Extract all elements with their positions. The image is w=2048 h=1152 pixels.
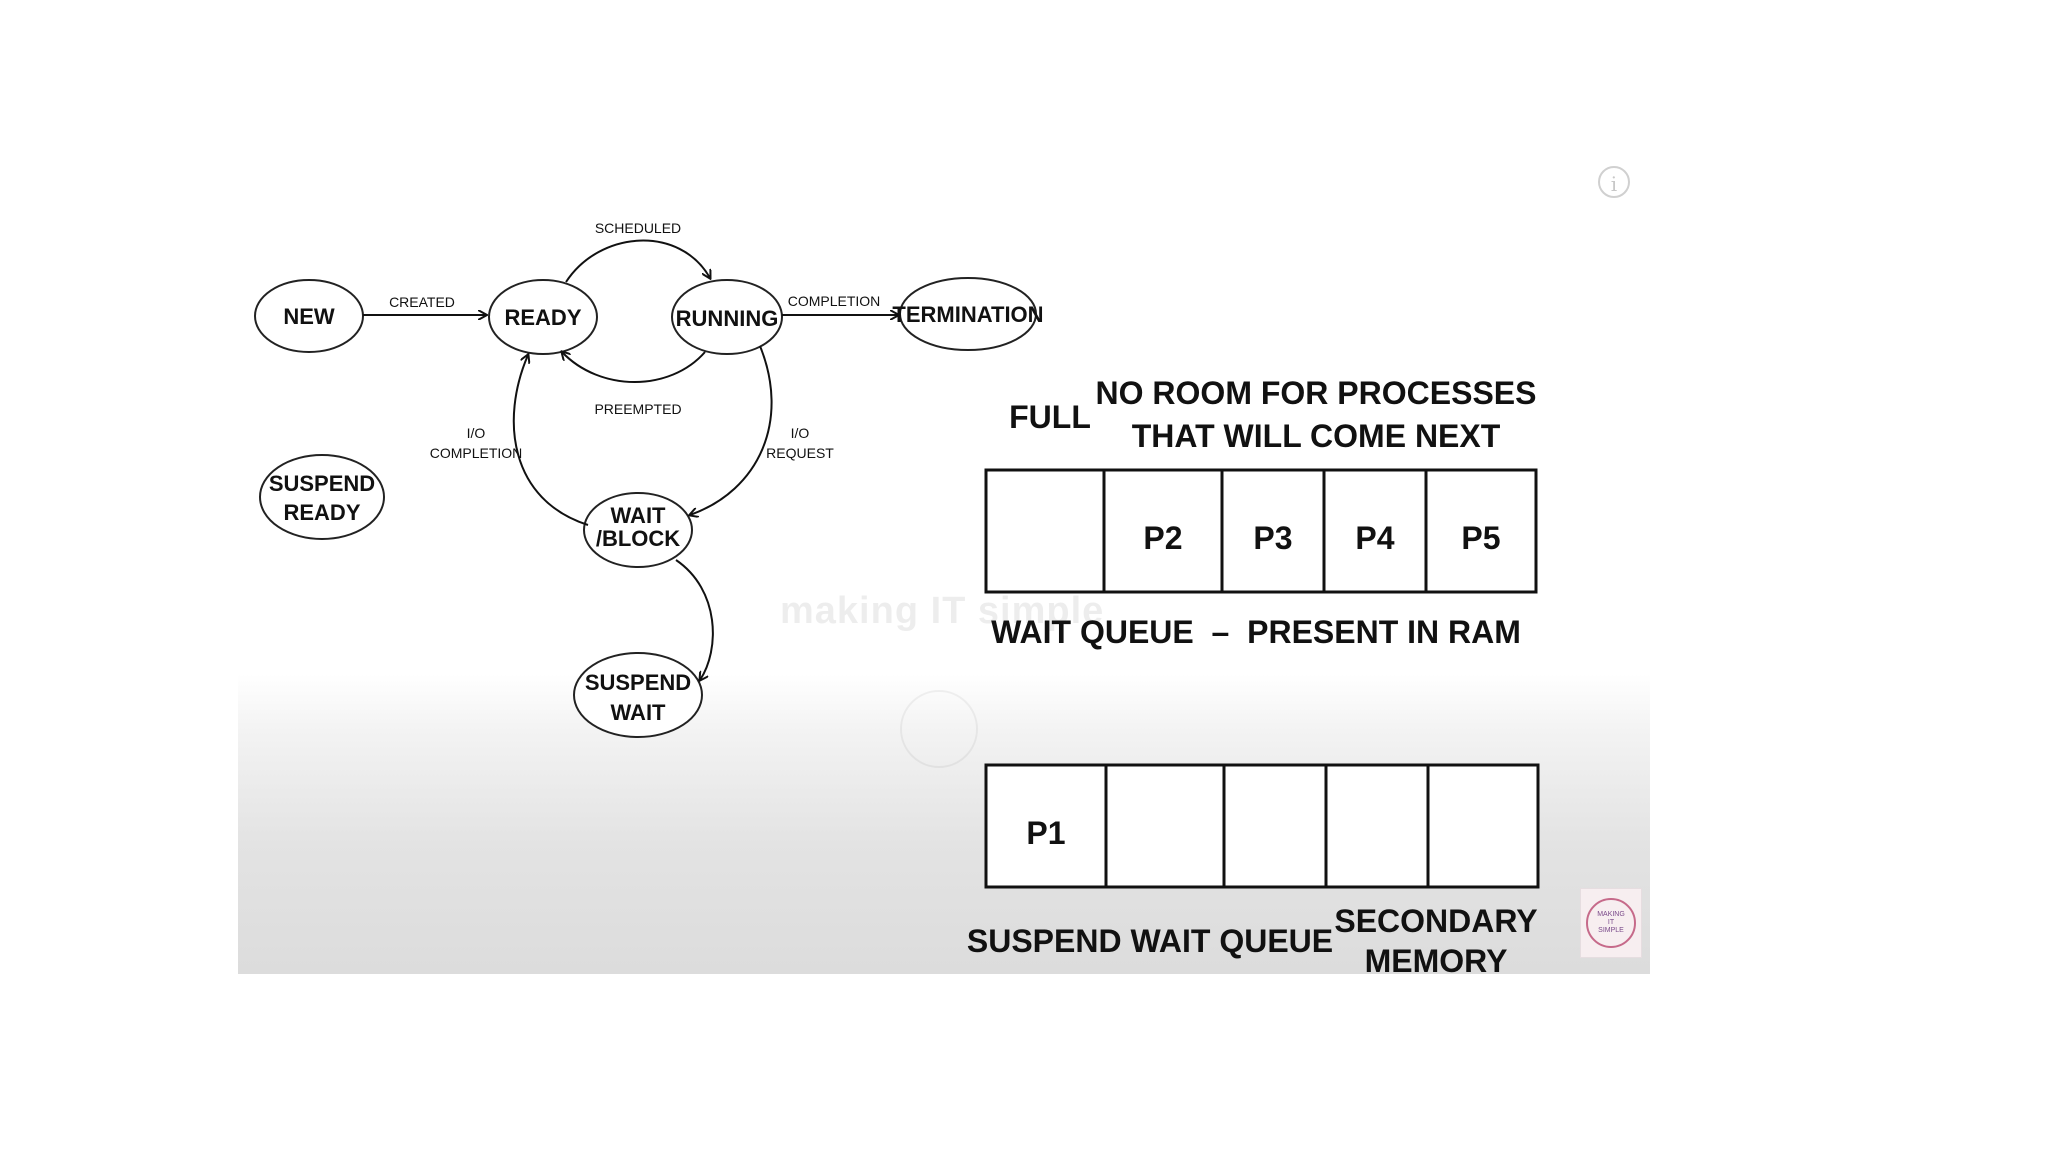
wait-queue-caption: WAIT QUEUE – PRESENT IN RAM	[991, 614, 1521, 650]
arrow-io-request	[690, 345, 773, 515]
no-room-note-1: NO ROOM FOR PROCESSES	[1096, 375, 1537, 411]
arrow-preempted	[562, 352, 706, 383]
state-termination	[899, 277, 1037, 351]
state-suspend-wait	[573, 652, 703, 738]
wait-queue-cell-text: P4	[1355, 520, 1394, 556]
wait-queue-cell	[1220, 468, 1326, 594]
full-label: FULL	[1009, 399, 1091, 435]
label-wait-block-2: /BLOCK	[596, 526, 680, 551]
info-icon[interactable]: i	[1598, 166, 1630, 198]
watermark-text: making IT simple	[780, 590, 1105, 632]
label-io-request-1: I/O	[791, 425, 810, 441]
wait-queue-cell	[1102, 468, 1224, 594]
label-completion: COMPLETION	[788, 293, 881, 309]
suspend-wait-queue-cell	[1104, 763, 1226, 889]
wait-queue	[984, 468, 1538, 594]
state-suspend-ready	[259, 454, 385, 540]
label-wait-block-1: WAIT	[611, 503, 667, 528]
label-io-completion-1: I/O	[467, 425, 486, 441]
label-io-request-2: REQUEST	[766, 445, 834, 461]
label-created: CREATED	[389, 294, 455, 310]
suspend-wait-queue-cell	[984, 763, 1108, 889]
arrow-scheduled	[565, 239, 710, 283]
arrow-suspend	[675, 559, 714, 680]
suspend-wait-queue-cell-text: P1	[1026, 815, 1065, 851]
faint-logo-watermark	[900, 690, 978, 768]
suspend-wait-queue-caption: SUSPEND WAIT QUEUE	[967, 923, 1333, 959]
label-running: RUNNING	[676, 306, 779, 331]
wait-queue-cell-text: P5	[1461, 520, 1500, 556]
suspend-wait-queue	[984, 763, 1540, 889]
wait-queue-cell-text: P2	[1143, 520, 1182, 556]
label-new: NEW	[283, 304, 335, 329]
label-preempted: PREEMPTED	[594, 401, 681, 417]
suspend-wait-queue-cell	[1222, 763, 1328, 889]
wait-queue-cell	[1322, 468, 1428, 594]
secondary-memory-label-1: SECONDARY	[1334, 903, 1537, 939]
label-io-completion-2: COMPLETION	[430, 445, 523, 461]
state-wait-block	[583, 492, 693, 568]
label-suspend-wait-1: SUSPEND	[585, 670, 691, 695]
label-scheduled: SCHEDULED	[595, 220, 681, 236]
wait-queue-cell-text: P3	[1253, 520, 1292, 556]
label-suspend-ready-1: SUSPEND	[269, 471, 375, 496]
suspend-wait-queue-cell	[1324, 763, 1430, 889]
arrow-io-completion	[512, 355, 589, 526]
secondary-memory-label-2: MEMORY	[1365, 943, 1508, 979]
no-room-note-2: THAT WILL COME NEXT	[1132, 418, 1501, 454]
label-termination: TERMINATION	[892, 302, 1043, 327]
label-ready: READY	[504, 305, 581, 330]
wait-queue-cell	[1424, 468, 1538, 594]
state-running	[671, 279, 783, 355]
wait-queue-cell	[984, 468, 1106, 594]
suspend-wait-queue-cell	[1426, 763, 1540, 889]
label-suspend-ready-2: READY	[283, 500, 360, 525]
label-suspend-wait-2: WAIT	[611, 700, 667, 725]
state-ready	[488, 279, 598, 355]
